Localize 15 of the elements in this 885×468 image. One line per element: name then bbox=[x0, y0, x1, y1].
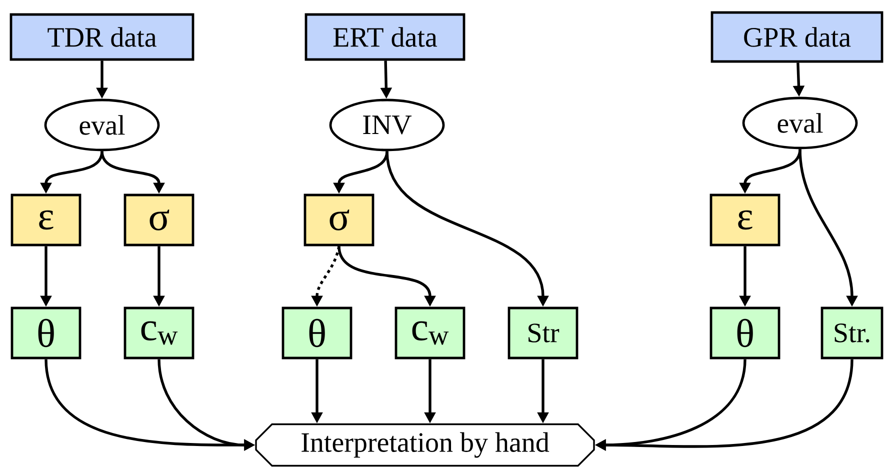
property-box: Str. bbox=[820, 306, 884, 360]
parameter-box: σ bbox=[304, 194, 374, 246]
parameter-box: ε bbox=[710, 194, 780, 246]
property-box: θ bbox=[282, 306, 352, 360]
parameter-box: ε bbox=[10, 194, 82, 246]
result-box: Interpretation by hand bbox=[255, 423, 595, 467]
parameter-box: σ bbox=[124, 194, 194, 246]
property-box: θ bbox=[710, 306, 780, 360]
data-box: TDR data bbox=[10, 13, 194, 61]
property-box: θ bbox=[10, 306, 82, 360]
property-box: c$_{w}$ bbox=[124, 306, 194, 360]
property-box: c$_{w}$ bbox=[394, 306, 466, 360]
data-box: GPR data bbox=[710, 11, 884, 63]
property-box: Str bbox=[508, 306, 578, 360]
data-box: ERT data bbox=[304, 13, 466, 61]
